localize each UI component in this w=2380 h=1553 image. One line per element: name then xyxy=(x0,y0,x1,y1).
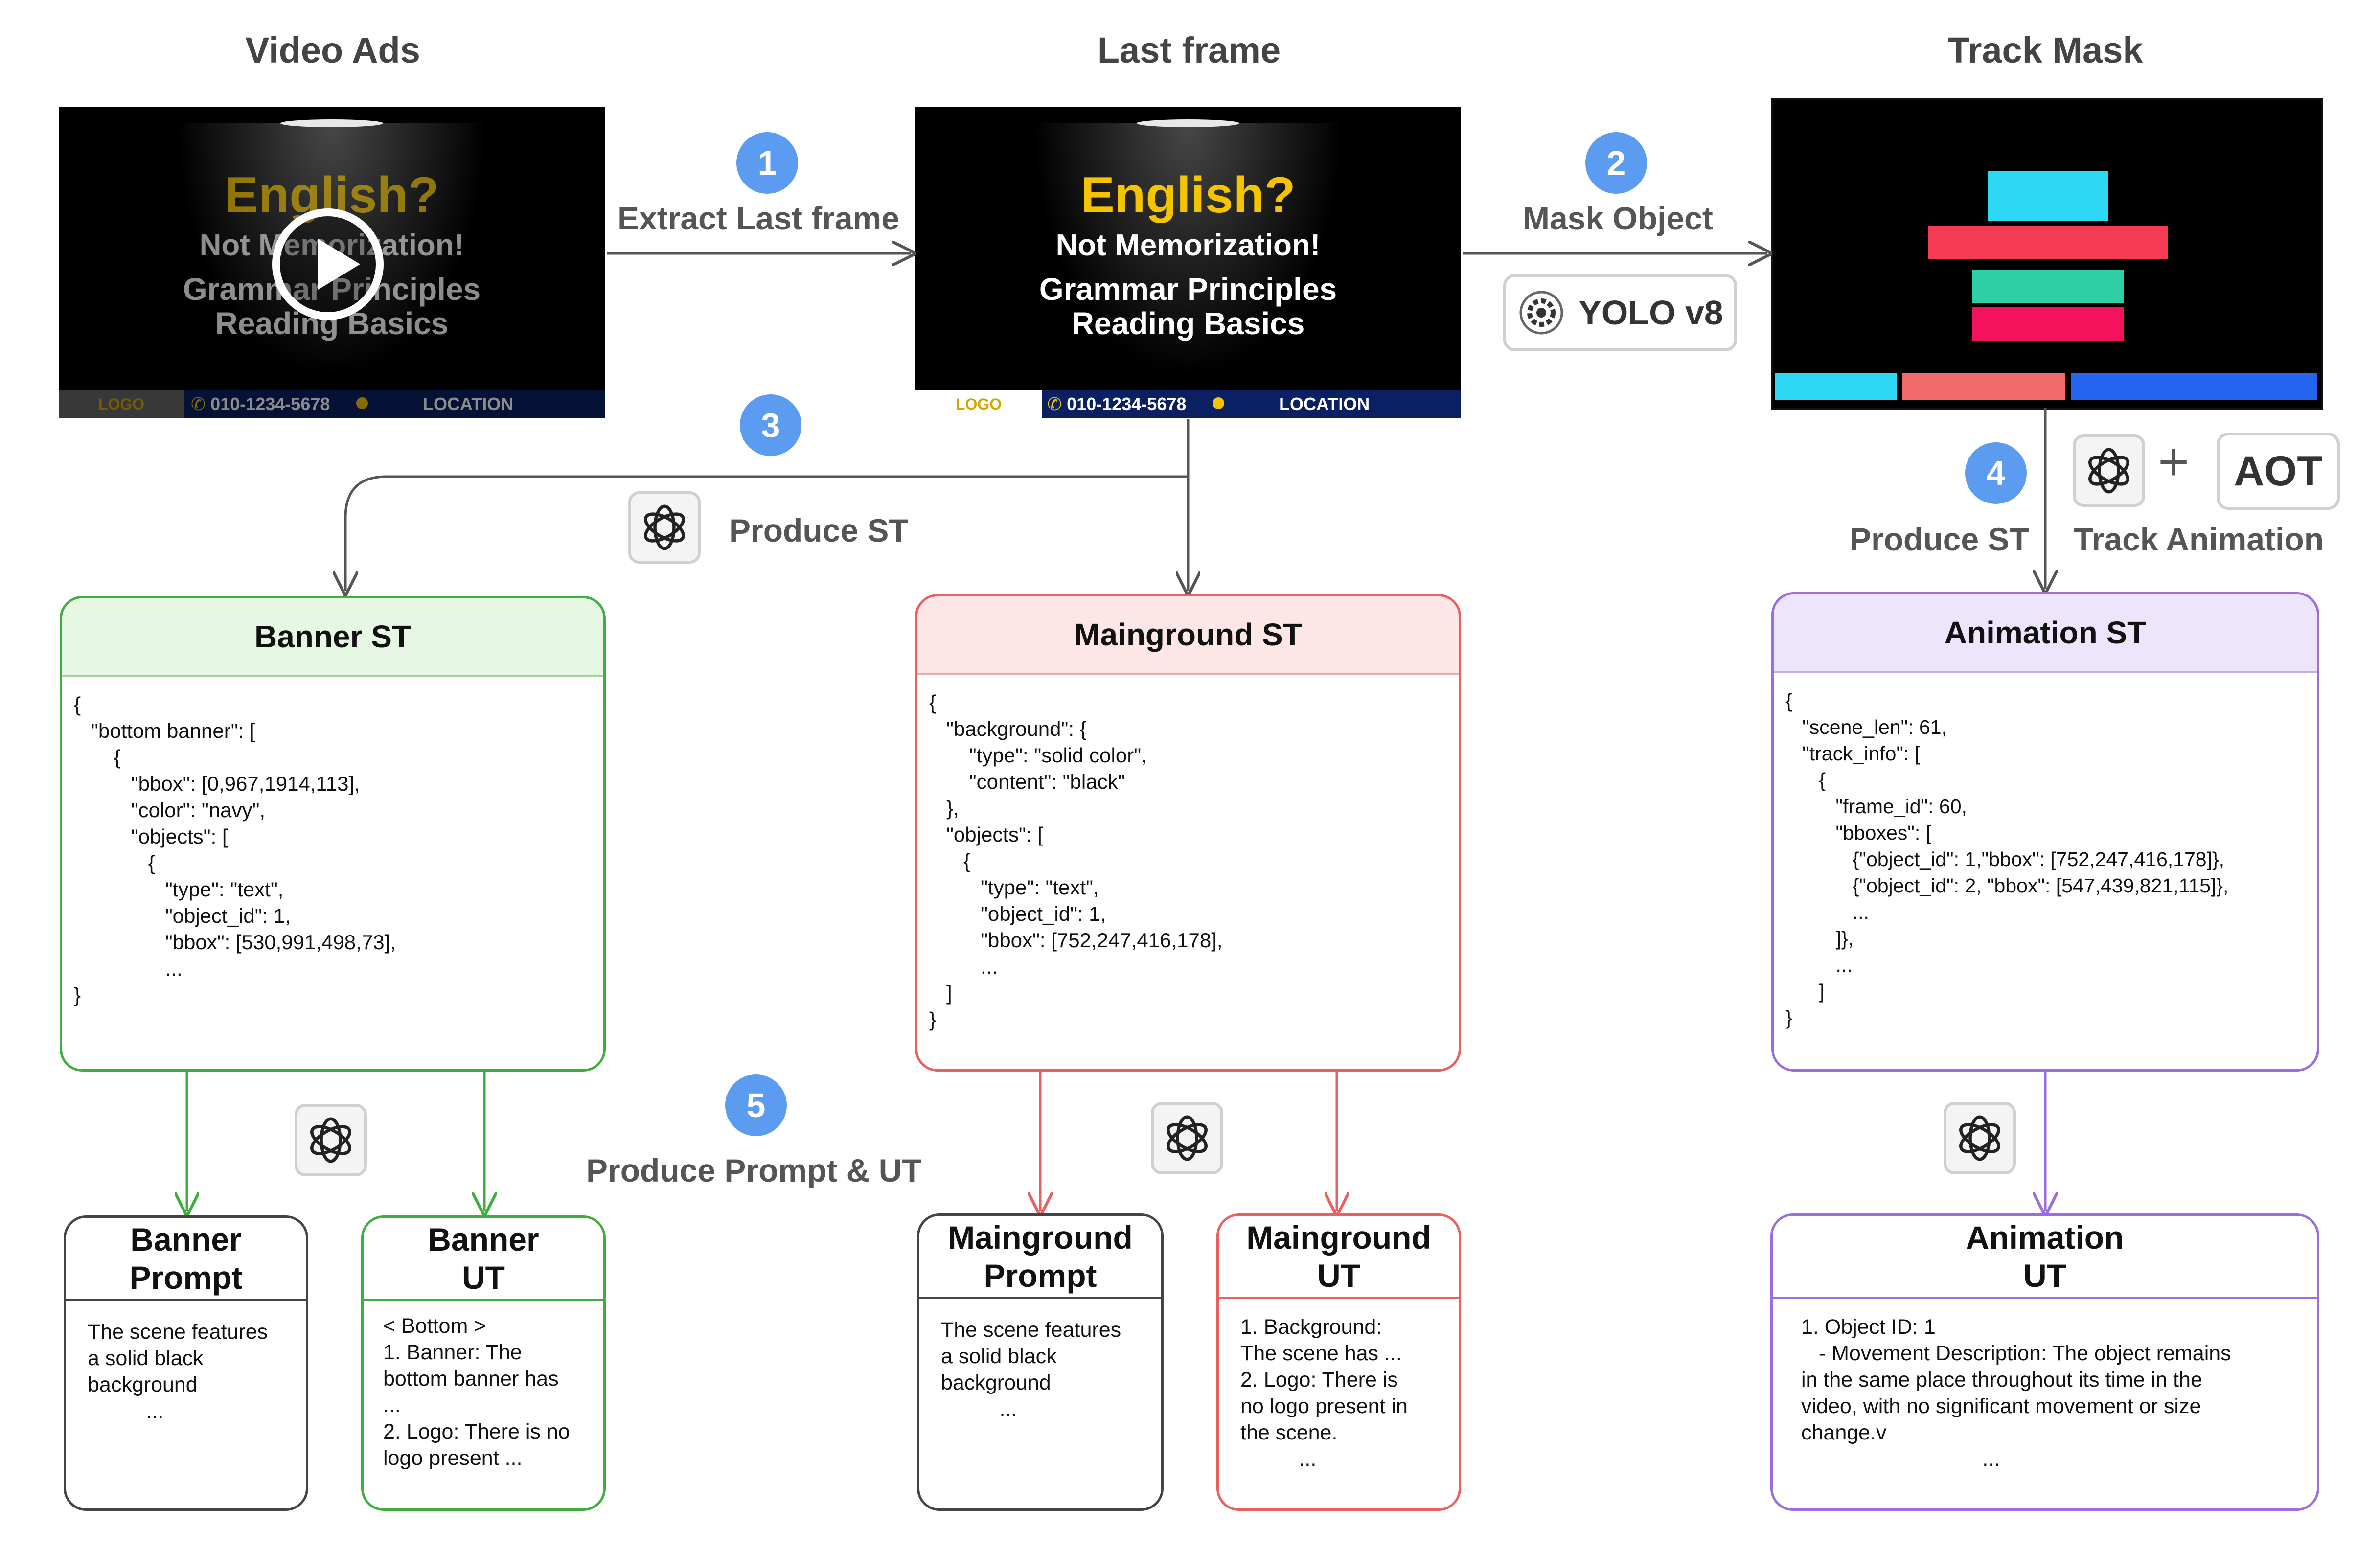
openai-logo-icon xyxy=(2073,434,2145,507)
openai-logo-icon xyxy=(295,1104,367,1176)
banner-phone-number: 010-1234-5678 xyxy=(210,394,330,414)
mainground-st-title: Mainground ST xyxy=(917,596,1459,675)
banner-st-card: Banner ST { "bottom banner": [ { "bbox":… xyxy=(60,596,606,1072)
frame-subline-3: Reading Basics xyxy=(1071,306,1305,341)
phone-icon: ✆ xyxy=(191,394,206,414)
banner-logo: LOGO xyxy=(59,390,184,418)
frame-subline-2: Grammar Principles xyxy=(1039,272,1337,307)
animation-st-card: Animation ST { "scene_len": 61, "track_i… xyxy=(1771,592,2319,1072)
banner-prompt-title-1: Banner xyxy=(130,1221,242,1257)
last-frame-image: English? Not Memorization! Grammar Princ… xyxy=(915,107,1461,418)
mainground-prompt-card: Mainground Prompt The scene features a s… xyxy=(917,1213,1164,1511)
mask-teal-block xyxy=(1972,270,2124,303)
banner-st-title: Banner ST xyxy=(62,598,603,677)
spotlight-lamp xyxy=(1137,119,1239,127)
mainground-prompt-text: The scene features a solid black backgro… xyxy=(941,1318,1121,1421)
banner-ut-text: < Bottom > 1. Banner: The bottom banner … xyxy=(383,1314,570,1470)
mask-magenta-block xyxy=(1972,307,2124,341)
step-5-badge: 5 xyxy=(725,1074,787,1136)
arrow-banner-st xyxy=(345,419,1190,591)
step-2-label: Mask Object xyxy=(1523,200,1713,236)
mainground-prompt-title-2: Prompt xyxy=(984,1257,1097,1294)
banner-phone: ✆010-1234-5678 xyxy=(1047,390,1186,418)
step-3-label: Produce ST xyxy=(729,512,909,548)
banner-prompt-text: The scene features a solid black backgro… xyxy=(88,1320,268,1423)
mainground-ut-card: Mainground UT 1. Background: The scene h… xyxy=(1216,1213,1461,1511)
mask-banner-blue xyxy=(2071,373,2317,400)
banner-phone-number: 010-1234-5678 xyxy=(1067,394,1187,414)
banner-prompt-title-2: Prompt xyxy=(129,1259,243,1296)
mask-cyan-block xyxy=(1988,171,2108,221)
mask-banner-cyan xyxy=(1775,373,1897,400)
yolo-label: YOLO v8 xyxy=(1579,294,1723,332)
banner-st-json: { "bottom banner": [ { "bbox": [0,967,19… xyxy=(74,693,396,1006)
mainground-st-json: { "background": { "type": "solid color",… xyxy=(929,691,1223,1031)
mainground-st-card: Mainground ST { "background": { "type": … xyxy=(915,594,1461,1072)
banner-prompt-card: Banner Prompt The scene features a solid… xyxy=(64,1215,308,1511)
step-4-label: Produce ST xyxy=(1850,521,2029,557)
mask-banner-salmon xyxy=(1902,373,2065,400)
mask-red-block xyxy=(1928,226,2168,259)
banner-ut-title-2: UT xyxy=(462,1259,505,1296)
column-title-last-frame: Last frame xyxy=(1097,30,1281,70)
settings-gear-icon xyxy=(1519,291,1563,335)
track-animation-label: Track Animation xyxy=(2074,521,2324,557)
step-3-badge: 3 xyxy=(740,394,801,456)
frame-subline-1: Not Memorization! xyxy=(1055,228,1321,262)
step-4-badge: 4 xyxy=(1965,442,2027,504)
phone-icon: ✆ xyxy=(1047,394,1062,414)
banner-ut-title-1: Banner xyxy=(428,1221,539,1257)
step-1-badge: 1 xyxy=(736,132,798,194)
banner-ut-title: Banner UT xyxy=(364,1218,603,1301)
animation-ut-card: Animation UT 1. Object ID: 1 - Movement … xyxy=(1770,1213,2319,1511)
banner-logo: LOGO xyxy=(915,390,1042,418)
animation-st-json: { "scene_len": 61, "track_info": [ { "fr… xyxy=(1785,689,2229,1029)
openai-logo-icon xyxy=(628,491,701,564)
column-title-video-ads: Video Ads xyxy=(245,30,420,70)
aot-tool: AOT xyxy=(2217,433,2340,510)
step-1-label: Extract Last frame xyxy=(618,200,899,236)
mainground-ut-text: 1. Background: The scene has ... 2. Logo… xyxy=(1240,1315,1408,1471)
frame-bottom-banner: LOGO ✆010-1234-5678 LOCATION xyxy=(915,390,1461,418)
frame-bottom-banner: LOGO ✆010-1234-5678 LOCATION xyxy=(59,390,605,418)
location-pin-icon xyxy=(356,397,368,409)
banner-phone: ✆010-1234-5678 xyxy=(191,390,330,418)
yolo-v8-tool: YOLO v8 xyxy=(1503,274,1737,351)
animation-ut-title-1: Animation xyxy=(1966,1219,2124,1256)
animation-ut-text: 1. Object ID: 1 - Movement Description: … xyxy=(1801,1315,2231,1471)
animation-ut-title: Animation UT xyxy=(1773,1216,2317,1299)
banner-ut-card: Banner UT < Bottom > 1. Banner: The bott… xyxy=(361,1215,606,1511)
animation-ut-title-2: UT xyxy=(2023,1257,2066,1294)
spotlight-lamp xyxy=(280,119,383,127)
animation-st-title: Animation ST xyxy=(1774,594,2317,673)
frame-headline: English? xyxy=(1080,167,1296,224)
banner-location: LOCATION xyxy=(1279,394,1370,414)
mainground-prompt-title-1: Mainground xyxy=(948,1219,1133,1256)
mainground-ut-title-1: Mainground xyxy=(1246,1219,1431,1256)
step-5-label: Produce Prompt & UT xyxy=(586,1152,922,1188)
openai-logo-icon xyxy=(1944,1102,2016,1174)
spotlight-beam xyxy=(1031,123,1345,378)
banner-location: LOCATION xyxy=(423,394,514,414)
track-mask-image xyxy=(1771,98,2323,410)
column-title-track-mask: Track Mask xyxy=(1947,30,2143,70)
video-ad-thumbnail[interactable]: English? Not Memorization! Grammar Princ… xyxy=(59,107,605,418)
mainground-ut-title-2: UT xyxy=(1317,1257,1360,1294)
plus-sign: + xyxy=(2158,432,2190,492)
location-pin-icon xyxy=(1213,397,1224,409)
mainground-ut-title: Mainground UT xyxy=(1219,1216,1459,1299)
openai-logo-icon xyxy=(1151,1102,1223,1174)
banner-prompt-title: Banner Prompt xyxy=(66,1218,306,1301)
play-icon[interactable] xyxy=(272,208,384,320)
mainground-prompt-title: Mainground Prompt xyxy=(919,1216,1161,1299)
step-2-badge: 2 xyxy=(1585,132,1647,194)
